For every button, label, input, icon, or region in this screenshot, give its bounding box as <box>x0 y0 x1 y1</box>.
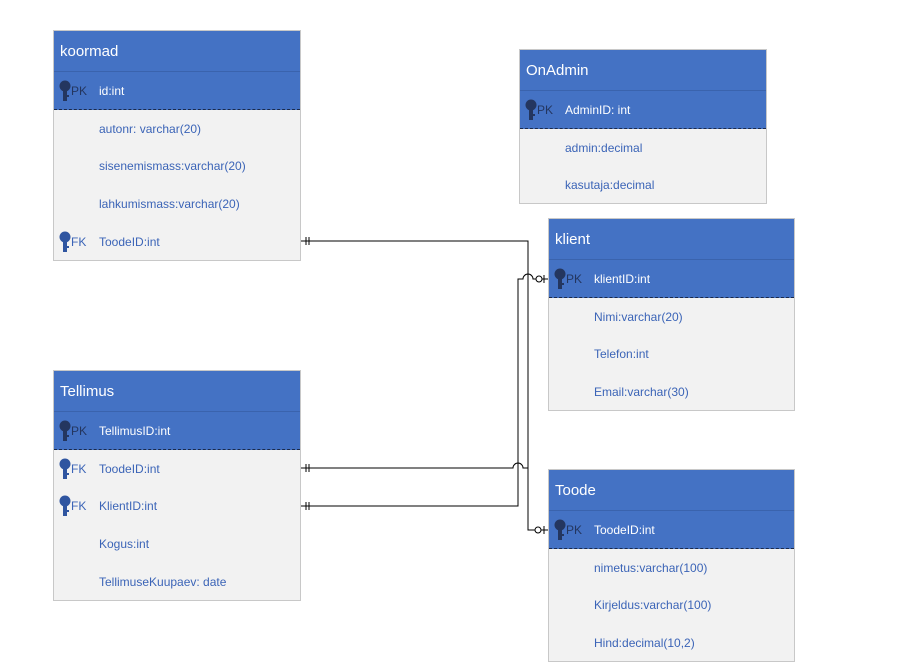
field-row[interactable]: Nimi:varchar(20) <box>549 298 794 336</box>
entity-tellimus[interactable]: Tellimus PK TellimusID:int FK ToodeID:in… <box>53 370 301 601</box>
pk-label: PK <box>71 423 88 438</box>
field-row[interactable]: lahkumismass:varchar(20) <box>54 185 300 223</box>
key-icon <box>59 80 71 101</box>
entity-title: klient <box>549 219 794 260</box>
field-row[interactable]: TellimuseKuupaev: date <box>54 563 300 601</box>
field-name: nimetus:varchar(100) <box>594 560 708 575</box>
fk-label: FK <box>71 234 87 249</box>
key-icon <box>59 420 71 441</box>
field-name: kasutaja:decimal <box>565 178 655 193</box>
field-name: ToodeID:int <box>99 234 160 249</box>
field-name: TellimusID:int <box>99 423 171 438</box>
field-row-pk[interactable]: PK AdminID: int <box>520 91 766 129</box>
field-row[interactable]: Kogus:int <box>54 525 300 563</box>
field-name: Nimi:varchar(20) <box>594 309 683 324</box>
field-row[interactable]: autonr: varchar(20) <box>54 110 300 148</box>
field-row[interactable]: sisenemismass:varchar(20) <box>54 148 300 186</box>
pk-label: PK <box>566 522 583 537</box>
field-row[interactable]: admin:decimal <box>520 129 766 167</box>
entity-title: OnAdmin <box>520 50 766 91</box>
field-name: Hind:decimal(10,2) <box>594 635 695 650</box>
field-row[interactable]: Email:varchar(30) <box>549 373 794 411</box>
entity-title: Tellimus <box>54 371 300 412</box>
field-name: autonr: varchar(20) <box>99 121 202 136</box>
field-row-fk[interactable]: FK ToodeID:int <box>54 223 300 261</box>
field-name: TellimuseKuupaev: date <box>99 574 227 589</box>
key-icon <box>554 519 566 540</box>
field-name: ToodeID:int <box>594 522 655 537</box>
field-row-pk[interactable]: PK klientID:int <box>549 260 794 298</box>
pk-label: PK <box>71 83 88 98</box>
key-icon <box>59 458 71 479</box>
relation-tellimus-klient[interactable] <box>301 273 548 507</box>
field-row[interactable]: kasutaja:decimal <box>520 167 766 205</box>
field-row[interactable]: nimetus:varchar(100) <box>549 549 794 587</box>
entity-title: koormad <box>54 31 300 72</box>
field-name: Telefon:int <box>594 347 649 362</box>
fk-label: FK <box>71 499 87 514</box>
field-row[interactable]: Kirjeldus:varchar(100) <box>549 587 794 625</box>
entity-onadmin[interactable]: OnAdmin PK AdminID: int admin:decimal ka… <box>519 49 767 204</box>
fk-label: FK <box>71 461 87 476</box>
field-name: id:int <box>99 83 125 98</box>
field-name: klientID:int <box>594 271 651 286</box>
key-icon <box>59 231 71 252</box>
entity-koormad[interactable]: koormad PK id:int autonr: varchar(20) si… <box>53 30 301 261</box>
field-row-pk[interactable]: PK TellimusID:int <box>54 412 300 450</box>
field-row-fk[interactable]: FK ToodeID:int <box>54 450 300 488</box>
field-name: sisenemismass:varchar(20) <box>99 159 246 174</box>
field-name: KlientID:int <box>99 499 158 514</box>
field-name: Email:varchar(30) <box>594 384 689 399</box>
field-name: admin:decimal <box>565 140 643 155</box>
pk-label: PK <box>566 271 583 286</box>
field-row-pk[interactable]: PK ToodeID:int <box>549 511 794 549</box>
field-row[interactable]: Telefon:int <box>549 336 794 374</box>
entity-toode[interactable]: Toode PK ToodeID:int nimetus:varchar(100… <box>548 469 795 662</box>
cardinality-zero-mark <box>534 526 542 534</box>
field-name: ToodeID:int <box>99 461 160 476</box>
key-icon <box>525 99 537 120</box>
pk-label: PK <box>537 102 554 117</box>
field-name: lahkumismass:varchar(20) <box>99 196 240 211</box>
relation-tellimus-toode[interactable] <box>301 462 528 469</box>
key-icon <box>554 268 566 289</box>
field-name: Kogus:int <box>99 536 150 551</box>
field-row-pk[interactable]: PK id:int <box>54 72 300 110</box>
cardinality-zero-mark <box>535 275 543 283</box>
field-name: Kirjeldus:varchar(100) <box>594 598 712 613</box>
relation-koormad-toode[interactable] <box>301 240 548 531</box>
entity-title: Toode <box>549 470 794 511</box>
field-row-fk[interactable]: FK KlientID:int <box>54 488 300 526</box>
entity-klient[interactable]: klient PK klientID:int Nimi:varchar(20) … <box>548 218 795 411</box>
field-row[interactable]: Hind:decimal(10,2) <box>549 624 794 662</box>
key-icon <box>59 495 71 517</box>
field-name: AdminID: int <box>565 102 631 117</box>
